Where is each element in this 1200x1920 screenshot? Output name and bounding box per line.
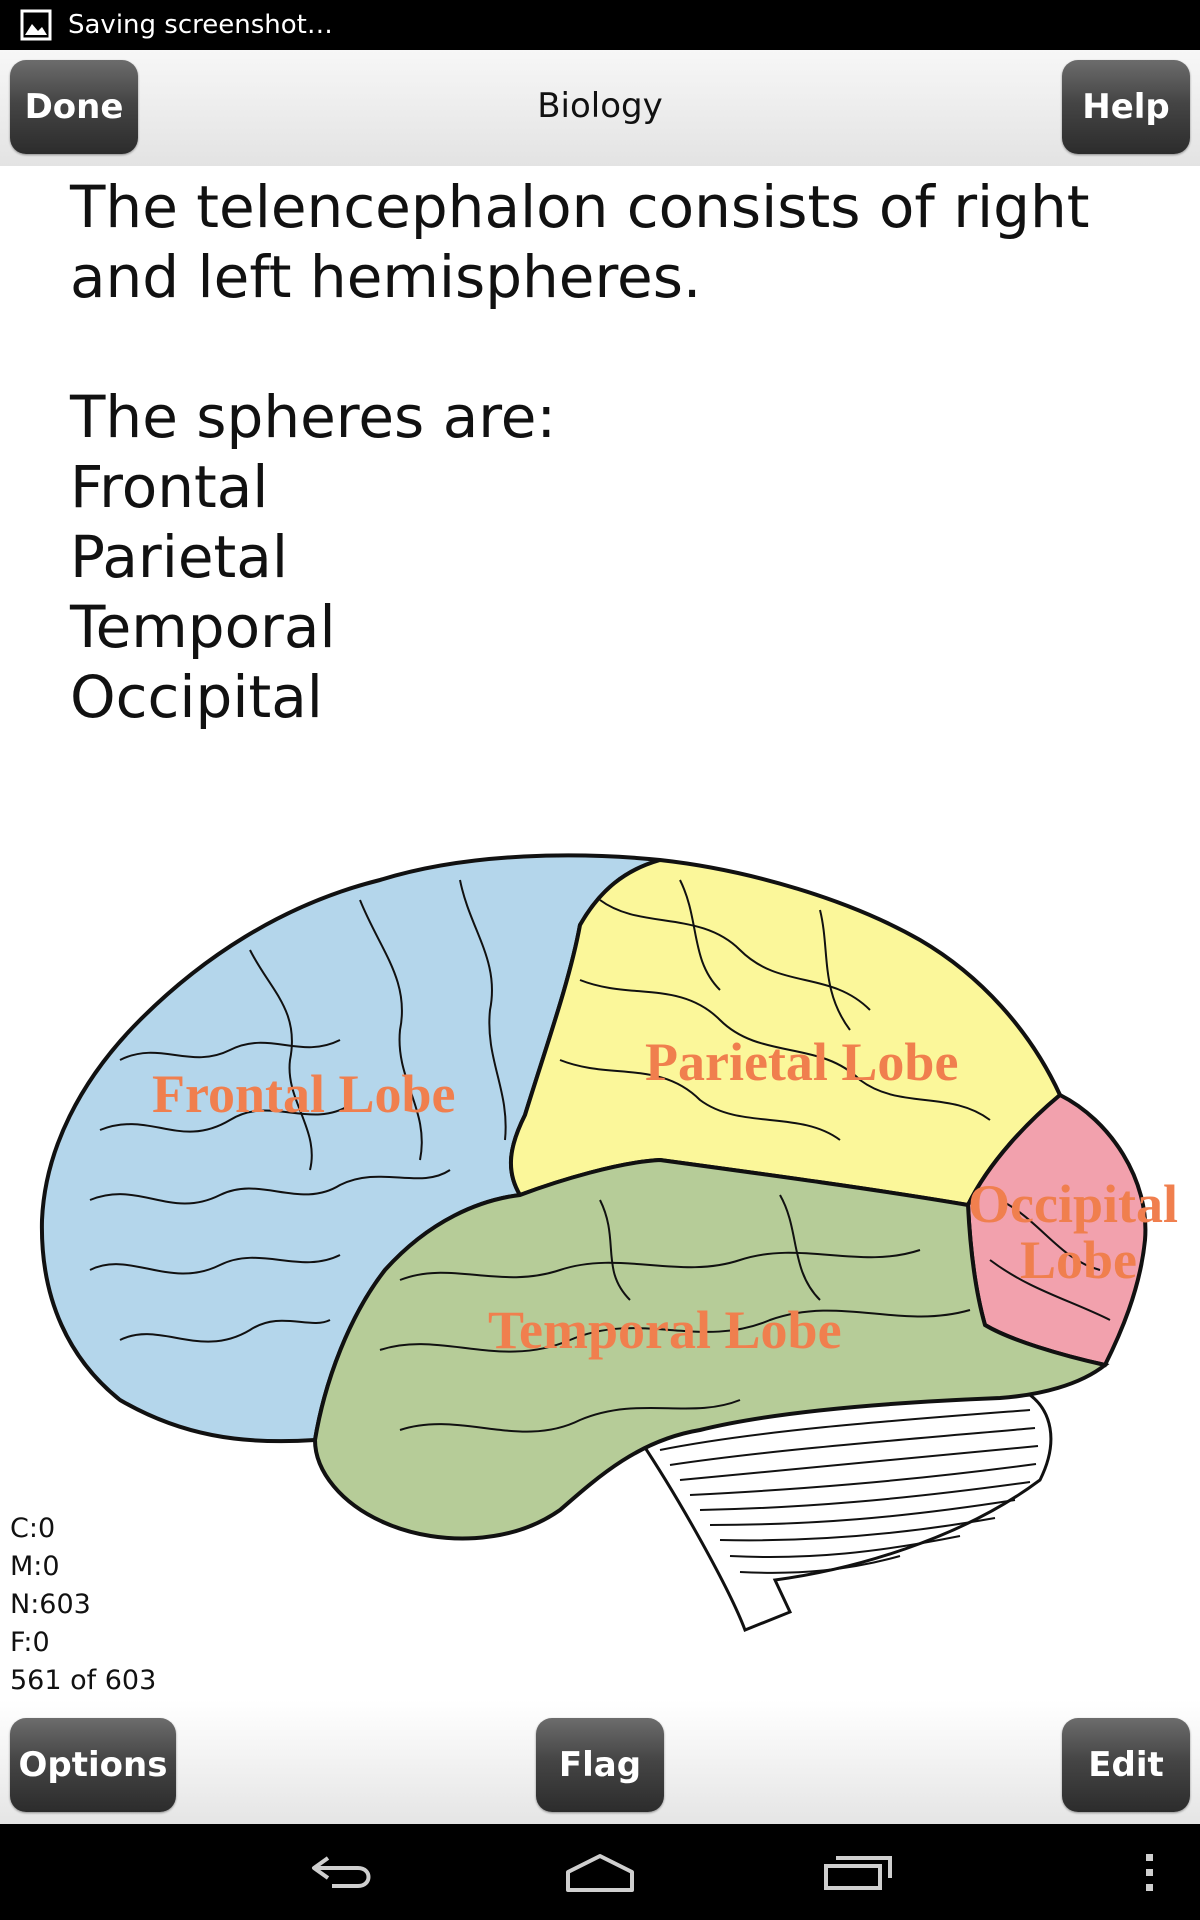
card-line: Parietal (70, 523, 288, 591)
temporal-lobe-label: Temporal Lobe (488, 1300, 842, 1360)
counters: C:0 M:0 N:603 F:0 561 of 603 (10, 1510, 156, 1700)
card-line: Occipital (70, 663, 323, 731)
recents-icon[interactable] (822, 1852, 894, 1892)
bottom-bar: Options Flag Edit (0, 1700, 1200, 1824)
lobe-boundary-dotted (659, 1159, 969, 1206)
back-icon[interactable] (308, 1852, 380, 1892)
frontal-lobe-label: Frontal Lobe (152, 1064, 456, 1124)
cerebellum-folds (659, 1409, 1039, 1574)
edit-button[interactable]: Edit (1062, 1718, 1190, 1812)
flag-button[interactable]: Flag (536, 1718, 664, 1812)
card-text: The telencephalon consists of right and … (70, 172, 1170, 732)
status-text: Saving screenshot… (68, 10, 333, 40)
parietal-lobe-label: Parietal Lobe (645, 1032, 958, 1092)
top-bar: Done Biology Help (0, 50, 1200, 166)
occipital-lobe-label: Occipital (968, 1174, 1178, 1234)
options-button[interactable]: Options (10, 1718, 176, 1812)
card-line (70, 312, 1170, 382)
missed-count: M:0 (10, 1551, 60, 1582)
home-icon[interactable] (562, 1850, 638, 1894)
card-line: The spheres are: (70, 383, 557, 451)
card-line: Temporal (70, 593, 336, 661)
page-title: Biology (537, 86, 663, 126)
occipital-lobe-label-line2: Lobe (1020, 1230, 1137, 1290)
new-count: N:603 (10, 1589, 91, 1620)
card-line: and left hemispheres. (70, 243, 702, 311)
correct-count: C:0 (10, 1513, 56, 1544)
gyri-lines (89, 879, 1111, 1433)
menu-icon[interactable] (1140, 1852, 1160, 1894)
brain-diagram: Frontal Lobe Parietal Lobe Temporal Lobe… (39, 853, 1178, 1632)
image-icon (20, 9, 52, 41)
status-bar: Saving screenshot… (0, 0, 1200, 50)
navigation-bar (0, 1824, 1200, 1920)
help-button[interactable]: Help (1062, 60, 1190, 154)
card-position: 561 of 603 (10, 1665, 157, 1696)
card-line: Frontal (70, 453, 269, 521)
done-button[interactable]: Done (10, 60, 138, 154)
card-line: The telencephalon consists of right (70, 173, 1090, 241)
flagged-count: F:0 (10, 1627, 50, 1658)
